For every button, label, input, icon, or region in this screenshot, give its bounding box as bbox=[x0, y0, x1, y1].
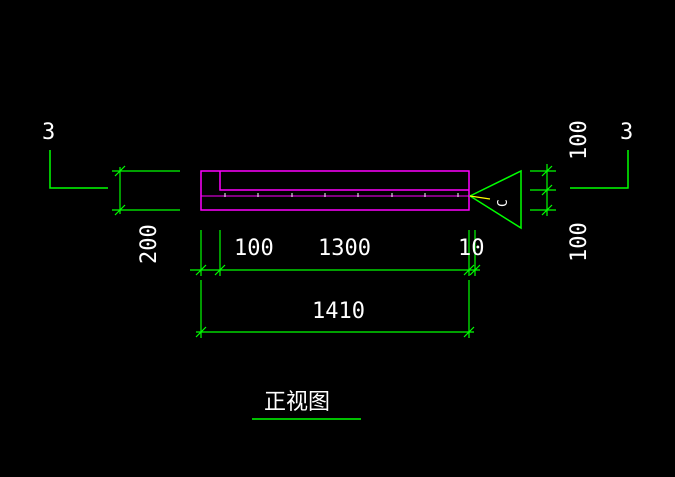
right-top-label: 100 bbox=[567, 120, 592, 160]
right-bottom-label: 100 bbox=[567, 222, 592, 262]
section-mark-left-label: 3 bbox=[42, 120, 55, 145]
overall-width-dimension: 1410 bbox=[195, 280, 475, 338]
segment-middle-label: 1300 bbox=[318, 236, 371, 261]
segment-right-label: 10 bbox=[458, 236, 485, 261]
section-mark-right-line bbox=[570, 150, 629, 189]
section-mark-right-label: 3 bbox=[620, 120, 633, 145]
view-title-label: 正视图 bbox=[264, 390, 330, 415]
right-height-dimensions: 100 100 bbox=[530, 120, 592, 262]
section-mark-right: 3 bbox=[570, 120, 633, 189]
view-direction-marker: C bbox=[468, 169, 522, 230]
left-height-dimension: 200 bbox=[112, 165, 180, 264]
overall-width-label: 1410 bbox=[312, 299, 365, 324]
view-title: 正视图 bbox=[252, 390, 361, 420]
segment-dimensions: 100 1300 10 bbox=[190, 230, 485, 276]
section-mark-left-line bbox=[49, 150, 108, 189]
section-mark-left: 3 bbox=[42, 120, 108, 189]
segment-left-label: 100 bbox=[234, 236, 274, 261]
beam-outline bbox=[200, 170, 470, 211]
triangle-marker-icon bbox=[468, 169, 522, 230]
view-marker-letter: C bbox=[496, 199, 511, 207]
left-height-label: 200 bbox=[137, 224, 162, 264]
